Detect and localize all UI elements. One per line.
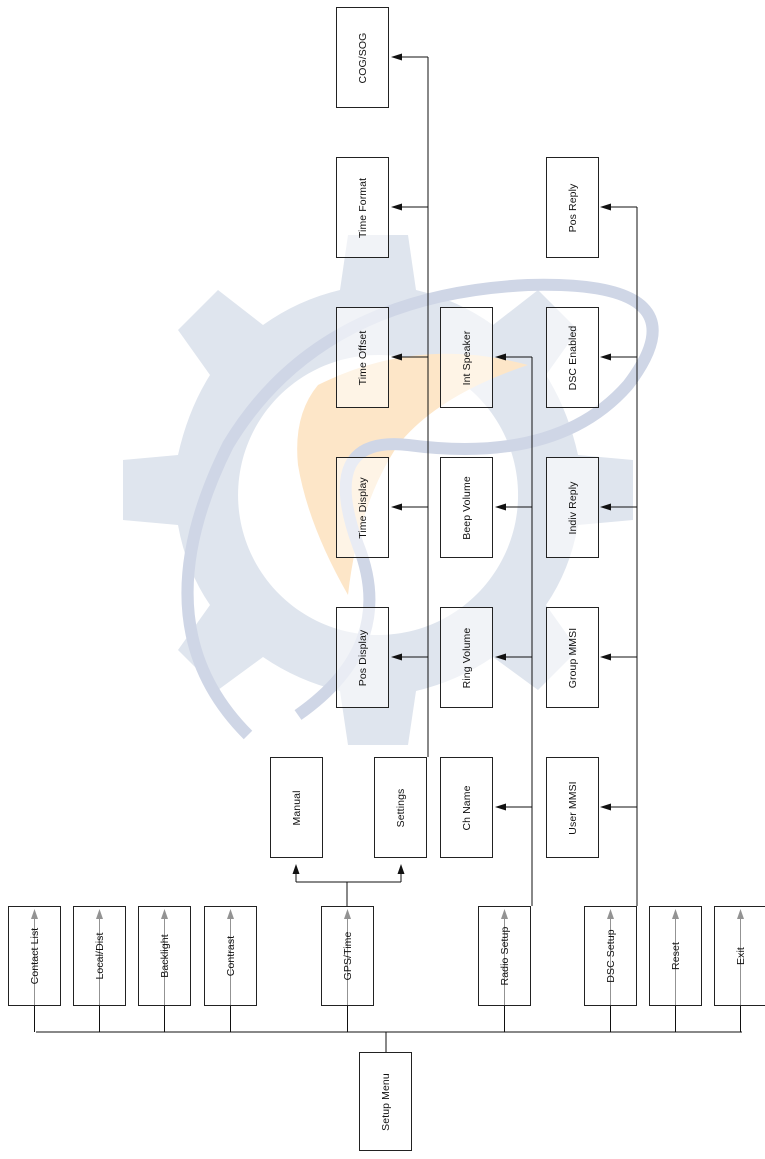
node-label: Time Display	[357, 477, 369, 539]
node-label: Group MMSI	[567, 627, 579, 688]
menu-node-exit: Exit	[714, 906, 765, 1006]
menu-node-settings: Settings	[374, 757, 427, 858]
node-label: Time Format	[357, 177, 369, 237]
menu-node-group-mmsi: Group MMSI	[546, 607, 599, 708]
menu-node-beep-volume: Beep Volume	[440, 457, 493, 558]
menu-node-dsc-enabled: DSC Enabled	[546, 307, 599, 408]
arrow-head	[600, 204, 611, 211]
menu-node-gps-time: GPS/Time	[321, 906, 374, 1006]
node-label: Ch Name	[461, 785, 473, 830]
arrow-head	[495, 804, 506, 811]
node-label: COG/SOG	[357, 32, 369, 83]
arrow-head	[600, 654, 611, 661]
menu-node-cog-sog: COG/SOG	[336, 7, 389, 108]
menu-node-reset: Reset	[649, 906, 702, 1006]
menu-node-local-dist: Local/Dist	[73, 906, 126, 1006]
arrow-head	[600, 504, 611, 511]
menu-node-pos-display: Pos Display	[336, 607, 389, 708]
menu-node-manual: Manual	[270, 757, 323, 858]
node-label: Backlight	[159, 934, 171, 978]
node-label: Manual	[291, 790, 303, 825]
node-label: Pos Display	[357, 629, 369, 686]
menu-node-setup-menu: Setup Menu	[359, 1052, 412, 1151]
node-label: Contrast	[225, 936, 237, 976]
node-label: GPS/Time	[342, 932, 354, 981]
menu-node-ch-name: Ch Name	[440, 757, 493, 858]
node-label: Local/Dist	[94, 932, 106, 979]
arrow-head	[391, 504, 402, 511]
arrow-head	[495, 654, 506, 661]
arrow-head	[391, 354, 402, 361]
arrow-head	[600, 804, 611, 811]
menu-node-radio-setup: Radio Setup	[478, 906, 531, 1006]
menu-node-contrast: Contrast	[204, 906, 257, 1006]
node-label: Time Offset	[357, 330, 369, 385]
arrow-head	[391, 654, 402, 661]
menu-node-time-format: Time Format	[336, 157, 389, 258]
menu-node-contact-list: Contact List	[8, 906, 61, 1006]
node-label: Contact List	[29, 928, 41, 985]
menu-node-int-speaker: Int Speaker	[440, 307, 493, 408]
menu-node-time-offset: Time Offset	[336, 307, 389, 408]
menu-node-time-display: Time Display	[336, 457, 389, 558]
node-label: Setup Menu	[380, 1073, 392, 1131]
arrow-head	[600, 354, 611, 361]
menu-node-pos-reply: Pos Reply	[546, 157, 599, 258]
node-label: DSC Setup	[605, 929, 617, 982]
arrow-head	[391, 204, 402, 211]
menu-node-backlight: Backlight	[138, 906, 191, 1006]
arrow-head	[495, 354, 506, 361]
node-label: Ring Volume	[461, 627, 473, 688]
node-label: DSC Enabled	[567, 325, 579, 390]
node-label: Radio Setup	[499, 927, 511, 986]
menu-node-user-mmsi: User MMSI	[546, 757, 599, 858]
node-label: Int Speaker	[461, 330, 473, 385]
arrow-head	[398, 864, 405, 874]
node-label: Reset	[670, 942, 682, 970]
arrow-head	[495, 504, 506, 511]
menu-node-dsc-setup: DSC Setup	[584, 906, 637, 1006]
menu-node-indiv-reply: Indiv Reply	[546, 457, 599, 558]
menu-node-ring-volume: Ring Volume	[440, 607, 493, 708]
node-label: Settings	[395, 788, 407, 827]
node-label: Pos Reply	[567, 183, 579, 232]
node-label: Exit	[735, 947, 747, 965]
arrow-head	[293, 864, 300, 874]
node-label: Beep Volume	[461, 476, 473, 540]
node-label: Indiv Reply	[567, 481, 579, 534]
arrow-head	[391, 54, 402, 61]
node-label: User MMSI	[567, 781, 579, 834]
